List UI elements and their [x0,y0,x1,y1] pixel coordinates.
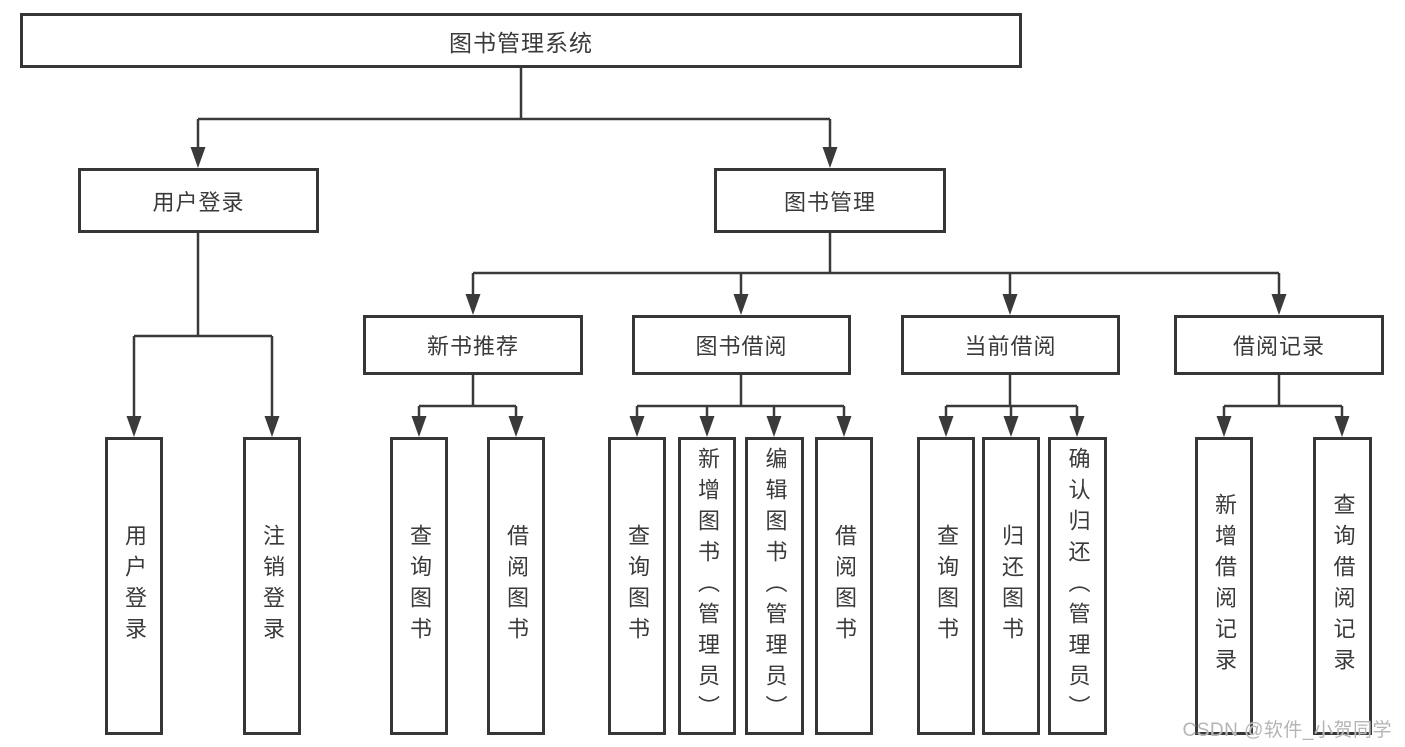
leaf-label: 查询借阅记录 [1330,493,1356,679]
leaf-query-books-borrow: 查询图书 [608,437,666,735]
leaf-label: 编辑图书（管理员） [762,446,788,726]
node-borrow-records: 借阅记录 [1174,315,1384,375]
leaf-label: 用户登录 [122,524,147,648]
csdn-watermark: CSDN @软件_小贺同学 [1182,720,1392,741]
node-current-borrow: 当前借阅 [901,315,1120,375]
node-book-management: 图书管理 [714,168,946,233]
node-book-borrow: 图书借阅 [632,315,851,375]
leaf-add-borrow-record: 新增借阅记录 [1195,437,1253,735]
leaf-label: 归还图书 [999,524,1024,648]
leaf-label: 注销登录 [260,524,285,648]
leaf-query-borrow-record: 查询借阅记录 [1313,437,1372,735]
leaf-borrow-books-recommend: 借阅图书 [487,437,545,735]
leaf-label: 查询图书 [407,524,432,648]
leaf-logout: 注销登录 [243,437,301,735]
leaf-label: 借阅图书 [832,524,857,648]
leaf-label: 借阅图书 [504,524,529,648]
node-user-login: 用户登录 [78,168,319,233]
leaf-borrow-books: 借阅图书 [815,437,873,735]
leaf-return-book: 归还图书 [982,437,1040,735]
node-new-book-recommend: 新书推荐 [363,315,583,375]
node-root-system: 图书管理系统 [20,13,1022,68]
leaf-user-login: 用户登录 [105,437,163,735]
leaf-confirm-return-admin: 确认归还（管理员） [1048,437,1107,735]
leaf-query-books-current: 查询图书 [917,437,975,735]
leaf-label: 确认归还（管理员） [1065,446,1091,726]
leaf-label: 新增借阅记录 [1212,493,1237,679]
leaf-label: 查询图书 [625,524,650,648]
leaf-label: 查询图书 [934,524,959,648]
leaf-add-book-admin: 新增图书（管理员） [678,437,736,735]
leaf-query-books-recommend: 查询图书 [390,437,448,735]
leaf-label: 新增图书（管理员） [695,446,720,726]
leaf-edit-book-admin: 编辑图书（管理员） [745,437,804,735]
